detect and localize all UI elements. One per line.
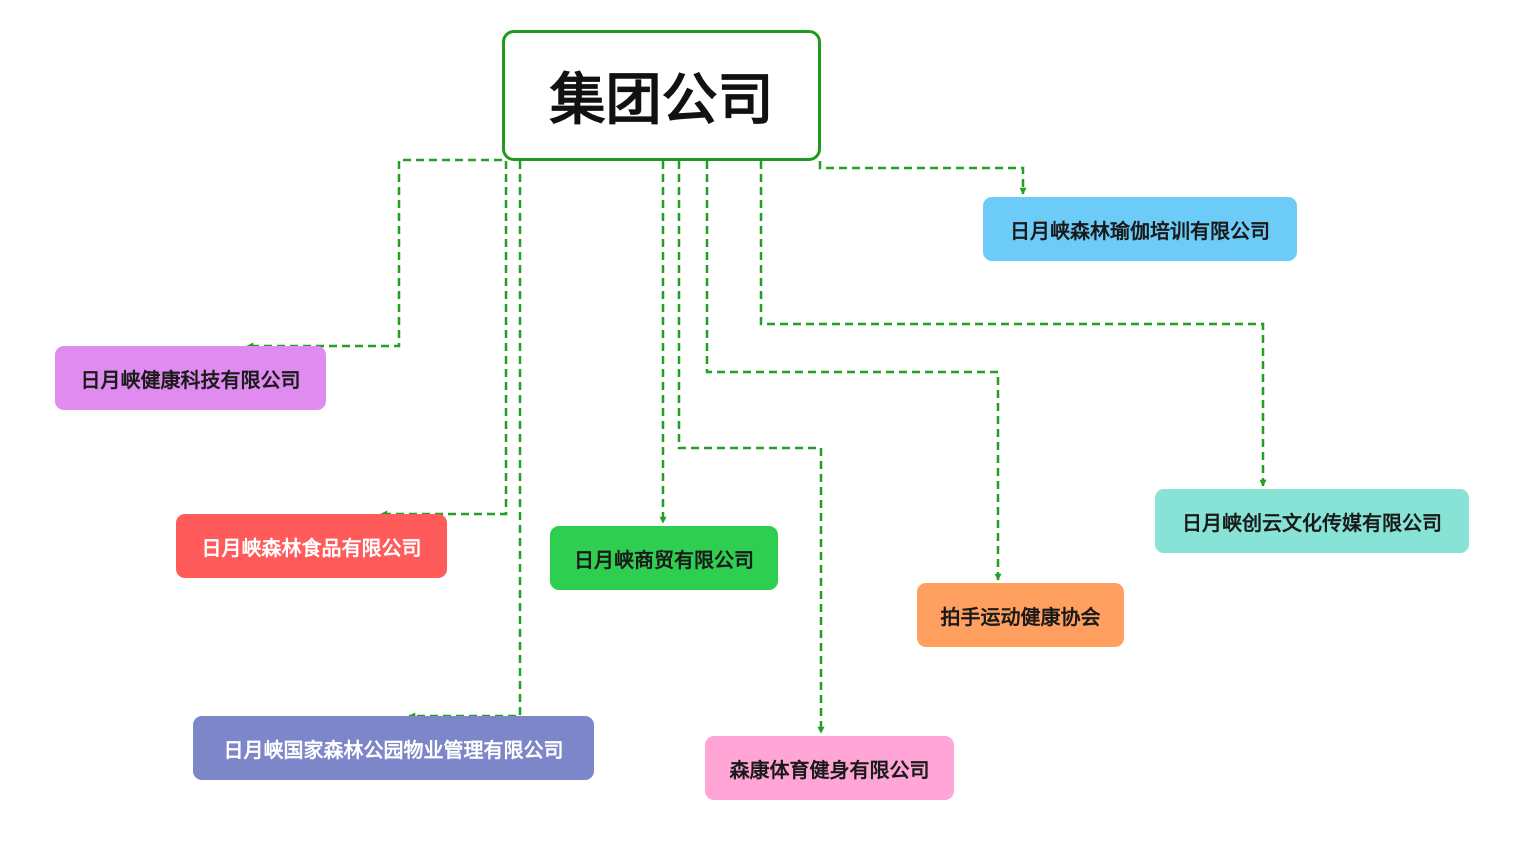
connector-property-mgmt: [408, 161, 522, 720]
node-culture-media-label: 日月峡创云文化传媒有限公司: [1182, 510, 1442, 535]
connector-clap-sports: [705, 161, 1002, 581]
node-culture-media[interactable]: 日月峡创云文化传媒有限公司: [1155, 489, 1469, 553]
node-trade-label: 日月峡商贸有限公司: [574, 547, 754, 572]
node-fitness-label: 森康体育健身有限公司: [729, 757, 930, 782]
connector-fitness: [677, 161, 825, 734]
connector-yoga: [818, 161, 1027, 195]
node-trade[interactable]: 日月峡商贸有限公司: [550, 526, 778, 590]
node-clap-sports[interactable]: 拍手运动健康协会: [917, 583, 1124, 647]
node-fitness[interactable]: 森康体育健身有限公司: [705, 736, 954, 800]
node-yoga-label: 日月峡森林瑜伽培训有限公司: [1010, 218, 1270, 243]
root-node-label: 集团公司: [549, 68, 774, 133]
node-health-tech[interactable]: 日月峡健康科技有限公司: [55, 346, 326, 410]
node-clap-sports-label: 拍手运动健康协会: [940, 604, 1101, 629]
root-node-group-company[interactable]: 集团公司: [502, 30, 821, 161]
connector-culture-media: [759, 161, 1267, 487]
node-property-mgmt[interactable]: 日月峡国家森林公园物业管理有限公司: [193, 716, 594, 780]
node-property-mgmt-label: 日月峡国家森林公园物业管理有限公司: [223, 737, 564, 762]
connector-health-tech: [246, 158, 502, 350]
node-forest-food[interactable]: 日月峡森林食品有限公司: [176, 514, 447, 578]
node-yoga[interactable]: 日月峡森林瑜伽培训有限公司: [983, 197, 1297, 261]
node-forest-food-label: 日月峡森林食品有限公司: [201, 535, 422, 560]
node-health-tech-label: 日月峡健康科技有限公司: [80, 367, 301, 392]
